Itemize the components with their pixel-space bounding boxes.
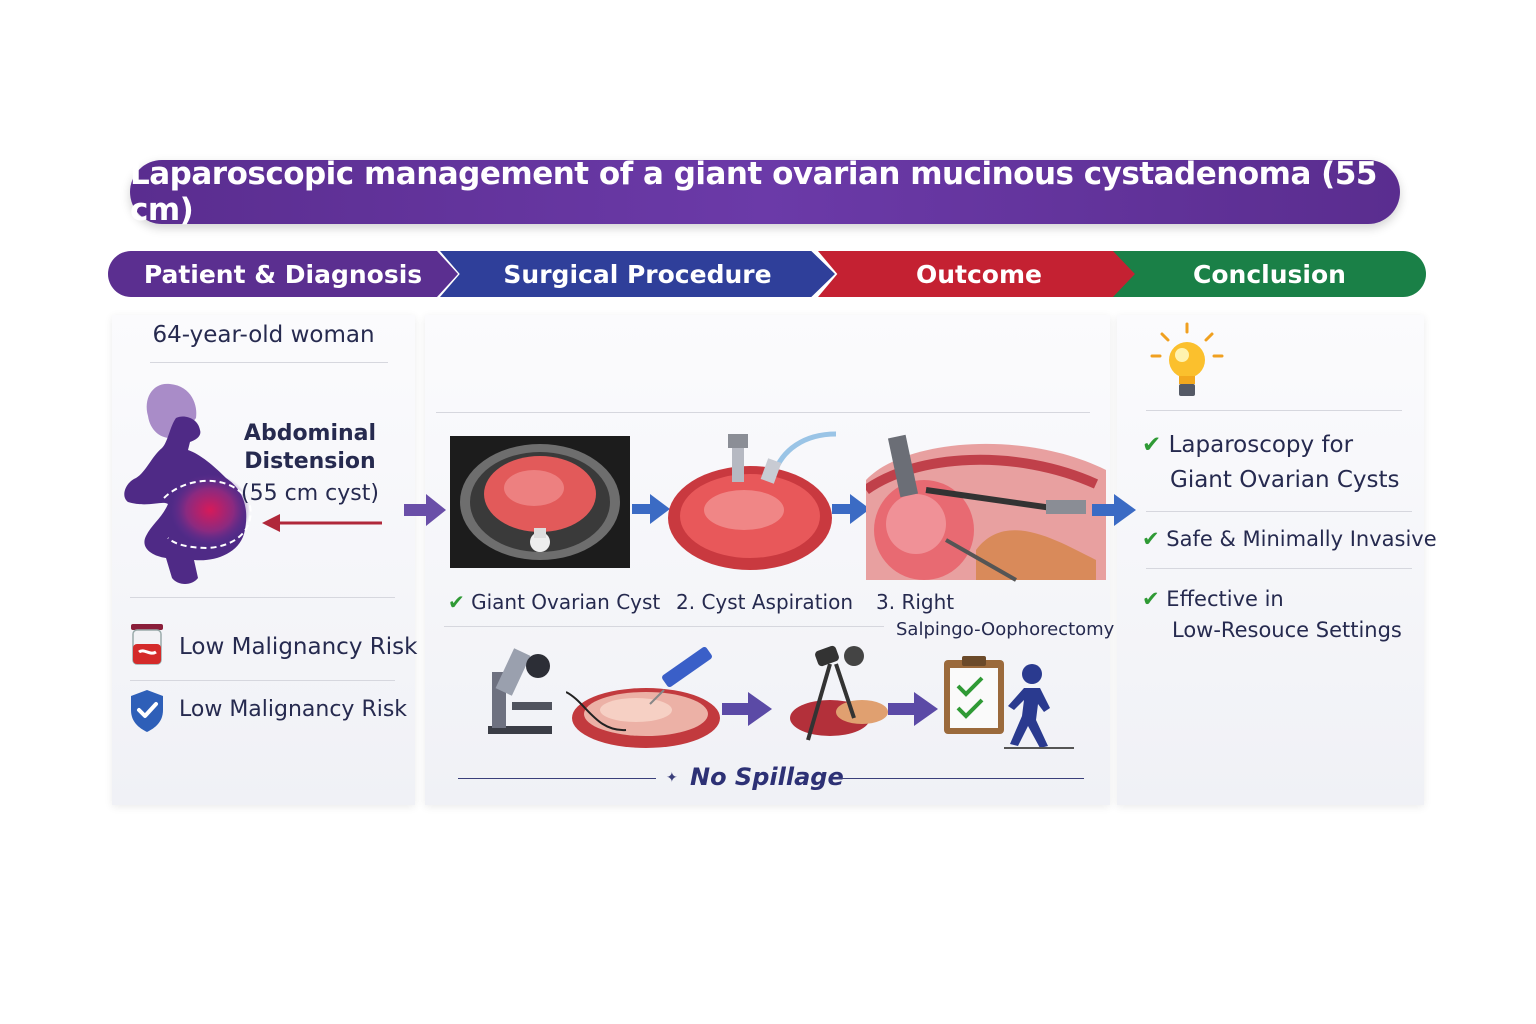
divider [436,412,1090,413]
flow-arrow-icon [632,494,670,524]
conclusion-item-2: ✔ Safe & Minimally Invasive [1142,527,1437,551]
clipboard-check-icon [944,656,1004,734]
stage-patient-diagnosis: Patient & Diagnosis [108,251,458,297]
divider [444,626,884,627]
divider [130,597,395,598]
flow-arrow-icon [888,692,938,726]
conclusion-item-3-line-2: Low-Resouce Settings [1172,618,1402,642]
conclusion-panel [1117,315,1424,805]
check-icon: ✔ [1142,587,1160,611]
conclusion-item-1-line-2: Giant Ovarian Cysts [1170,467,1400,493]
conclusion-item-3: ✔ Effective in Low-Resouce Settings [1142,584,1402,646]
laparoscope-icon [866,434,1106,582]
stage-surgical-procedure: Surgical Procedure [440,251,835,297]
divider [1146,410,1402,411]
symptom-line-3: (55 cm cyst) [241,481,379,506]
conclusion-item-2-text: Safe & Minimally Invasive [1166,527,1437,551]
aspiration-icon [668,431,836,570]
pointer-arrow-icon [262,514,382,532]
step-3-label-line-2: Salpingo-Oophorectomy [896,619,1115,640]
divider [150,362,388,363]
flow-arrow-icon [1092,494,1136,526]
decor-swoosh-icon: ✦ [666,770,678,786]
divider [458,778,656,779]
grasper-icon [790,645,888,741]
step-3-label-line-1: 3. Right [876,590,955,614]
divider [1146,568,1412,569]
conclusion-item-1-line-1: Laparoscopy for [1168,432,1354,458]
step-1-text: Giant Ovarian Cyst [471,590,661,614]
flow-arrow-icon [404,494,446,526]
symptom-label: Abdominal Distension (55 cm cyst) [240,420,380,508]
syringe-icon [566,646,720,748]
microscope-icon [488,648,552,734]
risk-label-1: Low Malignancy Risk [179,634,418,660]
shield-check-icon [131,690,163,732]
flow-arrow-icon [722,692,772,726]
step-2-label: 2. Cyst Aspiration [676,590,854,614]
flow-arrow-icon [832,494,870,524]
check-icon: ✔ [448,590,465,614]
check-icon: ✔ [1142,432,1162,458]
running-person-icon [1004,664,1074,749]
procedure-footer: No Spillage [690,763,844,791]
tumor-marker-tube-icon [131,624,163,665]
woman-silhouette-icon [124,383,252,584]
divider [1146,511,1412,512]
stage-conclusion: Conclusion [1113,251,1426,297]
conclusion-item-3-line-1: Effective in [1166,587,1284,611]
risk-label-2: Low Malignancy Risk [179,697,408,722]
check-icon: ✔ [1142,527,1160,551]
conclusion-item-1: ✔ Laparoscopy for Giant Ovarian Cysts [1142,428,1400,498]
divider [838,778,1084,779]
ct-scan-icon [450,436,630,568]
divider [130,680,395,681]
symptom-line-2: Distension [244,449,376,474]
page-title: Laparoscopic management of a giant ovari… [130,156,1400,228]
lightbulb-icon [1150,322,1224,396]
patient-age: 64-year-old woman [152,322,375,348]
step-1-label: ✔ Giant Ovarian Cyst [448,590,660,614]
symptom-line-1: Abdominal [243,421,377,446]
stage-outcome: Outcome [818,251,1140,297]
